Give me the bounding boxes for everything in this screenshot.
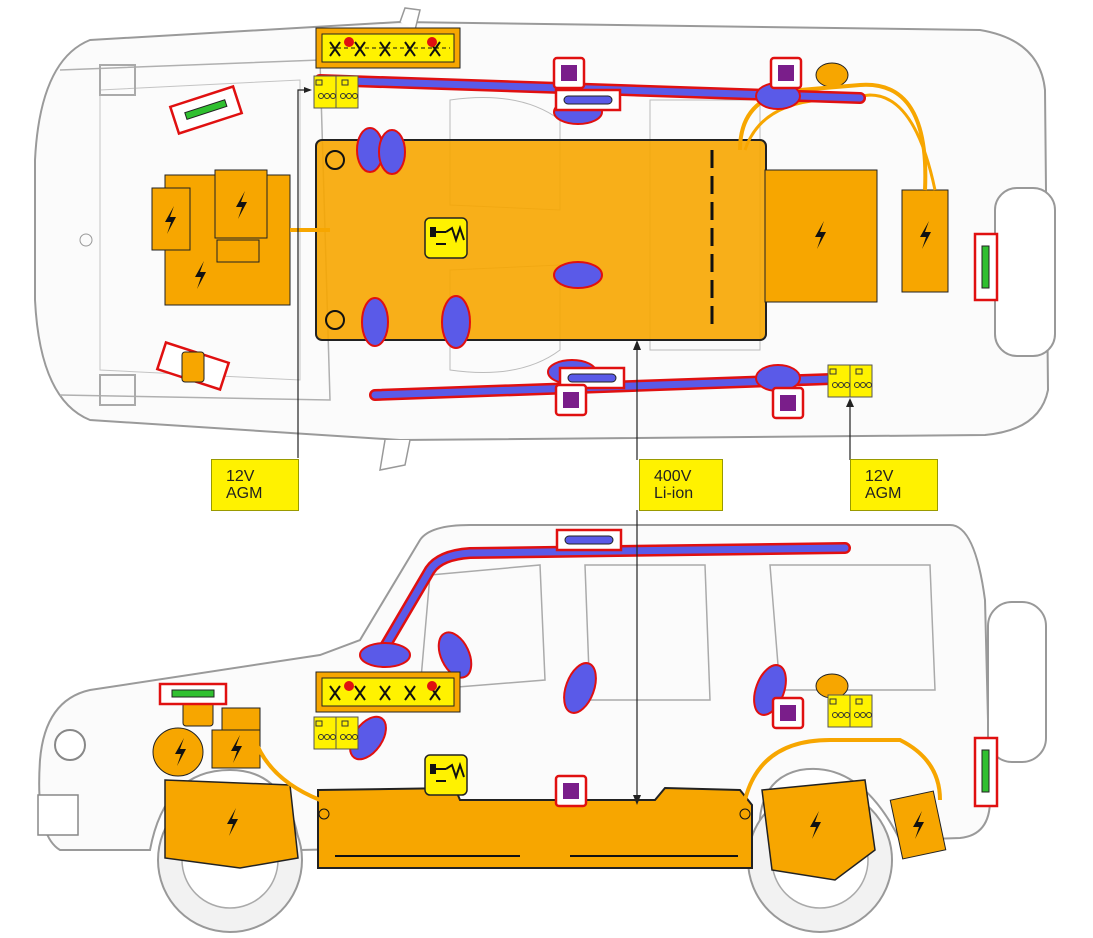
label-line-voltage: 12V	[865, 468, 894, 485]
top-view	[34, 7, 1056, 471]
battery-icon	[313, 716, 359, 750]
label-line-type: AGM	[865, 485, 902, 502]
label-line-voltage: 400V	[654, 468, 692, 485]
side-view	[37, 510, 1047, 933]
label-400v-li-ion: 400V Li-ion	[639, 459, 723, 511]
label-12v-agm-rear: 12V AGM	[850, 459, 938, 511]
label-line-type: Li-ion	[654, 485, 694, 502]
hv-disconnect-icon	[424, 217, 468, 259]
pretensioner-icon	[552, 56, 805, 420]
battery-icon	[827, 364, 873, 398]
battery-icon	[827, 694, 873, 728]
label-line-type: AGM	[226, 485, 263, 502]
cut-loop-icon	[315, 27, 461, 69]
label-12v-agm-front: 12V AGM	[211, 459, 299, 511]
battery-icon	[313, 75, 359, 109]
gas-strut-icon	[168, 84, 999, 302]
label-line-voltage: 12V	[226, 468, 255, 485]
